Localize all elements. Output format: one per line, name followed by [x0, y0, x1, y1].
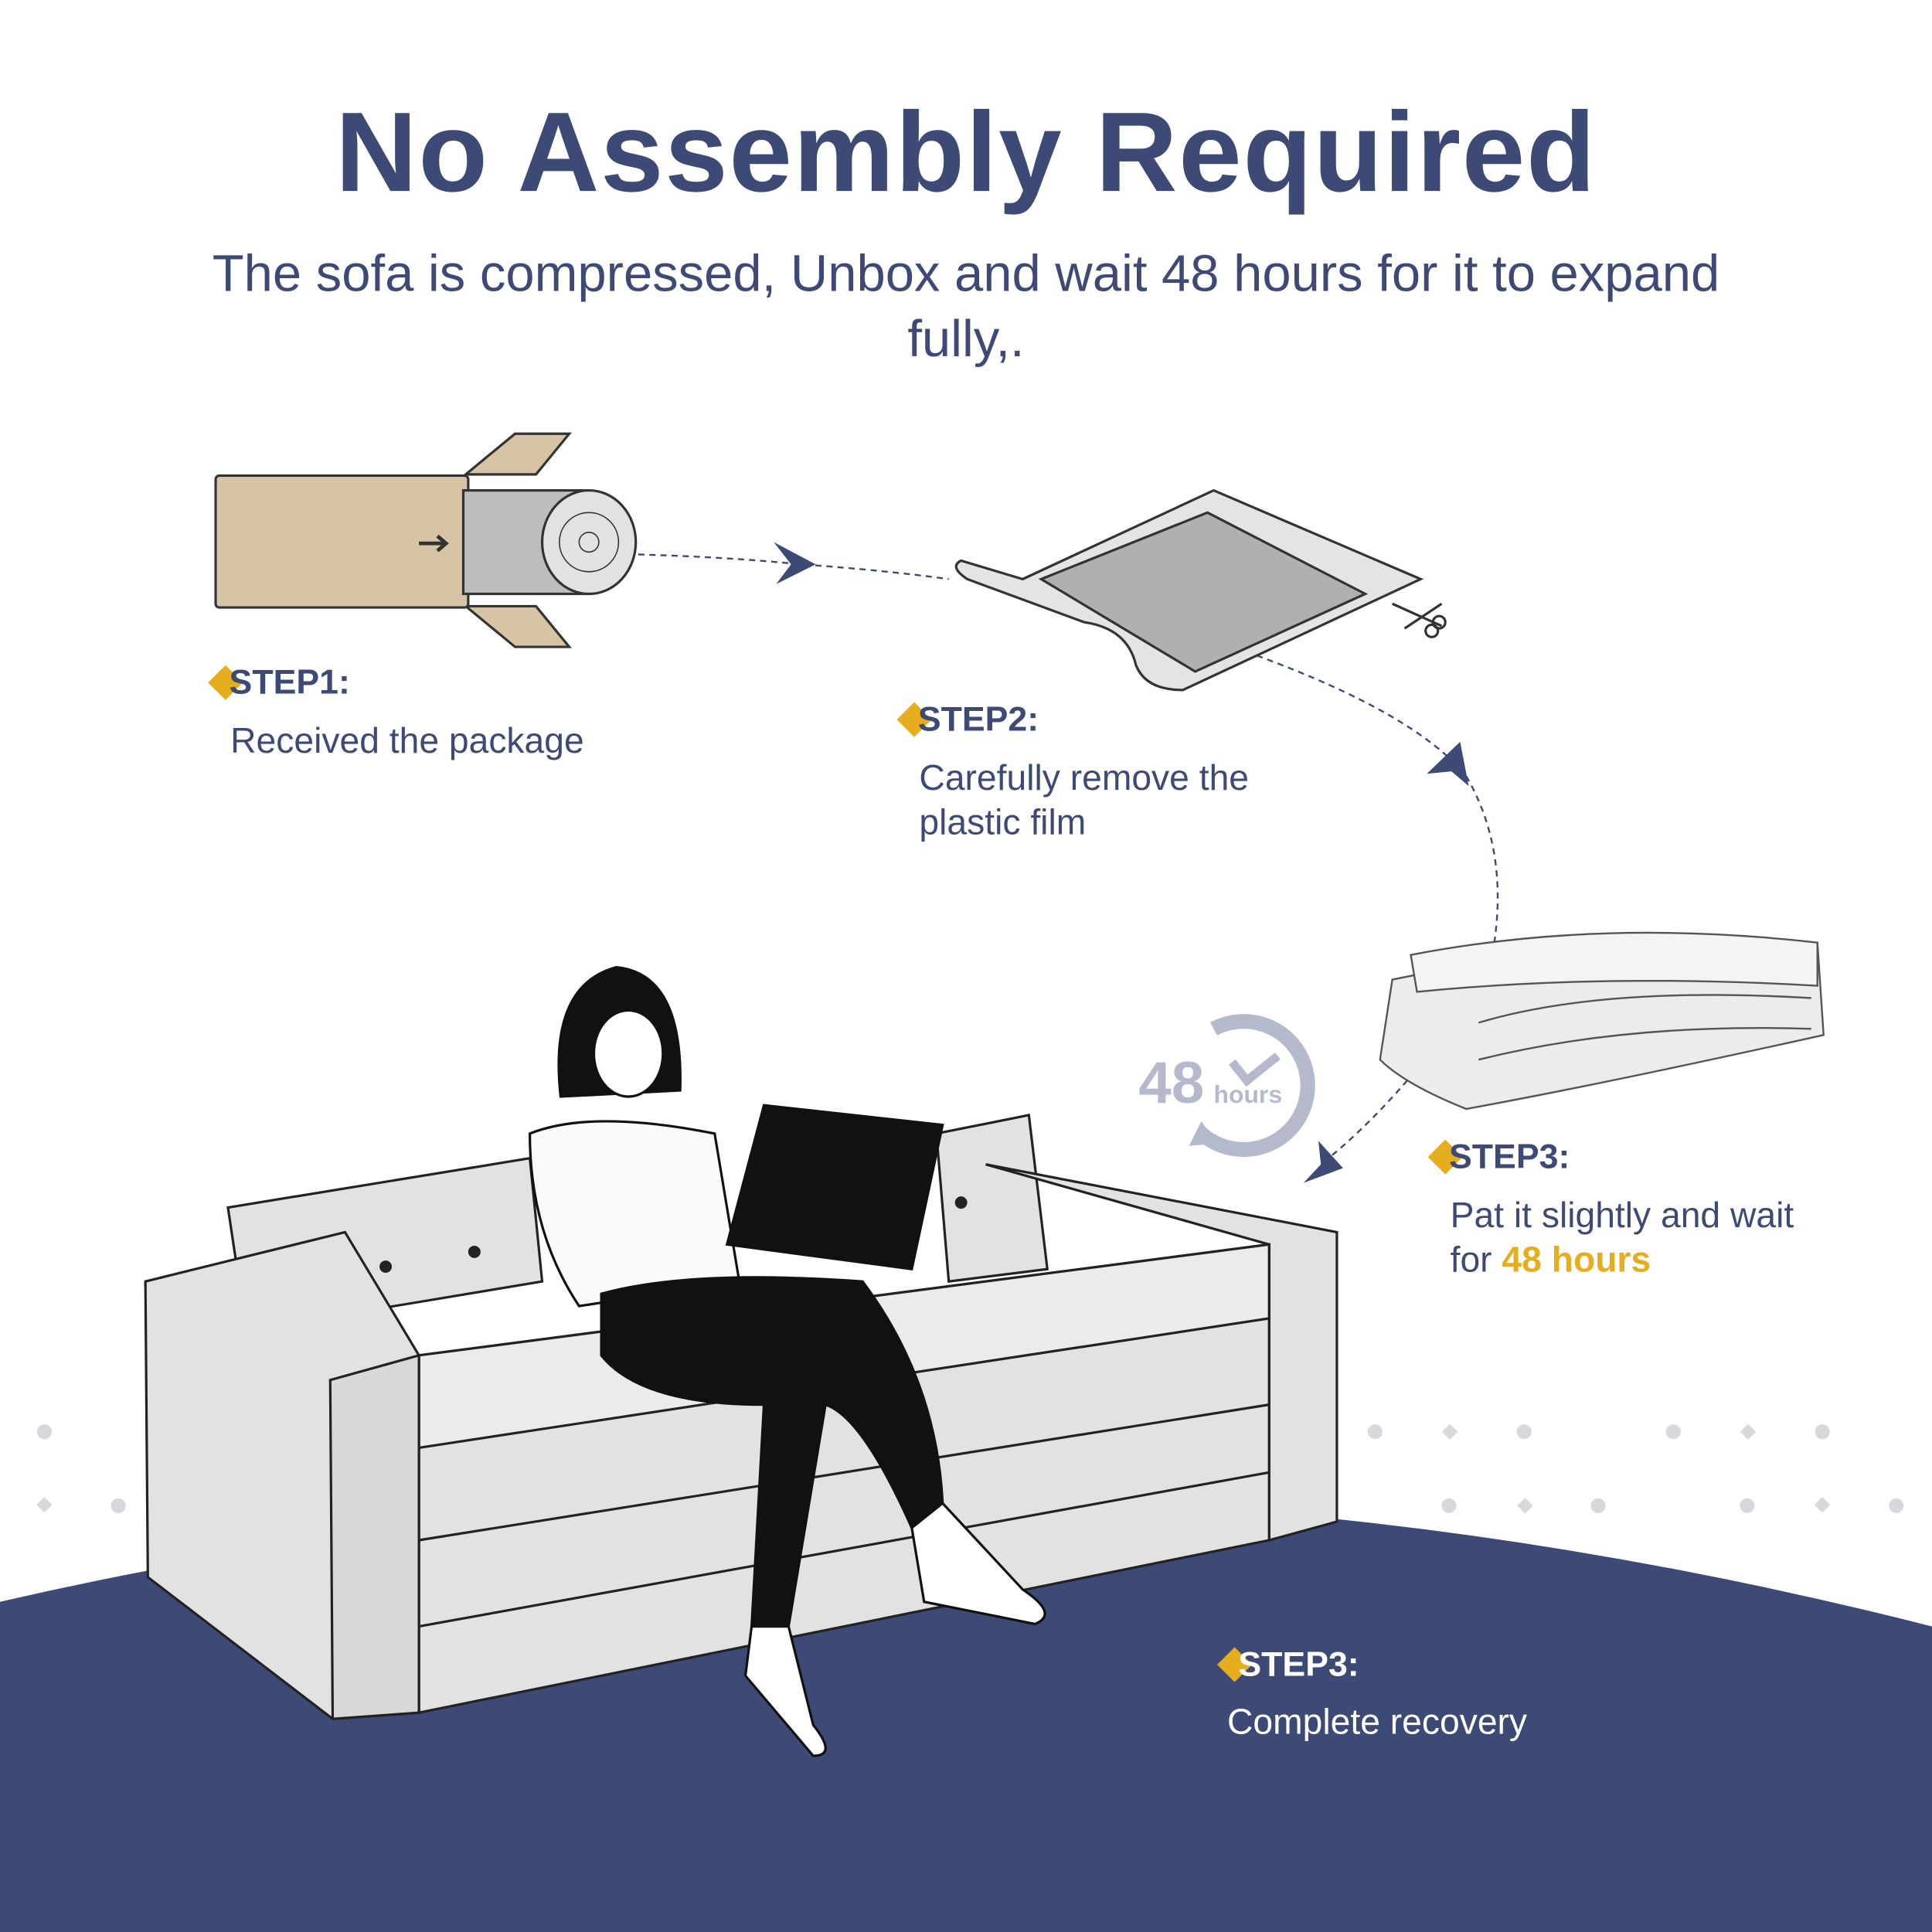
clock-48-hours-icon: [1196, 1014, 1315, 1158]
step4-label: STEP3:: [1238, 1645, 1359, 1683]
woman-with-laptop-illustration: [528, 965, 1046, 1757]
package-box-illustration: [214, 432, 638, 648]
clock-unit: hours: [1213, 1081, 1283, 1109]
step4-heading: STEP3:: [1217, 1645, 1359, 1685]
dot-pattern: [36, 1423, 1904, 1514]
step2-text-line1: Carefully remove the: [919, 759, 1250, 799]
step2-heading: STEP2:: [896, 699, 1039, 740]
step3-text: Pat it slightly and wait for 48 hours: [1451, 1194, 1794, 1283]
step3-text-line1: Pat it slightly and wait: [1450, 1196, 1794, 1236]
step3-text-prefix: for: [1450, 1240, 1502, 1281]
step1-text: Received the package: [230, 722, 584, 762]
step3-label: STEP3:: [1449, 1137, 1570, 1176]
step2-label: STEP2:: [917, 699, 1039, 739]
step4-text: Complete recovery: [1227, 1702, 1528, 1743]
compressed-sofa-illustration: [1379, 931, 1825, 1111]
clock-number: 48: [1138, 1051, 1205, 1117]
page-subtitle: The sofa is compressed, Unbox and wait 4…: [212, 243, 1720, 368]
arrow-heads: [774, 542, 1469, 1183]
flow-arrows: [638, 553, 1499, 1165]
step1-heading: STEP1:: [208, 662, 350, 702]
step3-text-line2: for 48 hours: [1451, 1238, 1794, 1282]
step2-text-line2: plastic film: [919, 803, 1087, 843]
clock-arrow-icon: [1189, 1121, 1218, 1146]
step2-text: Carefully remove the plastic film: [919, 757, 1249, 845]
step3-highlight: 48 hours: [1502, 1240, 1651, 1281]
step3-heading: STEP3:: [1427, 1137, 1570, 1177]
page-title: No Assembly Required: [335, 90, 1597, 216]
step1-label: STEP1:: [229, 662, 350, 702]
plastic-film-illustration: [954, 488, 1447, 692]
